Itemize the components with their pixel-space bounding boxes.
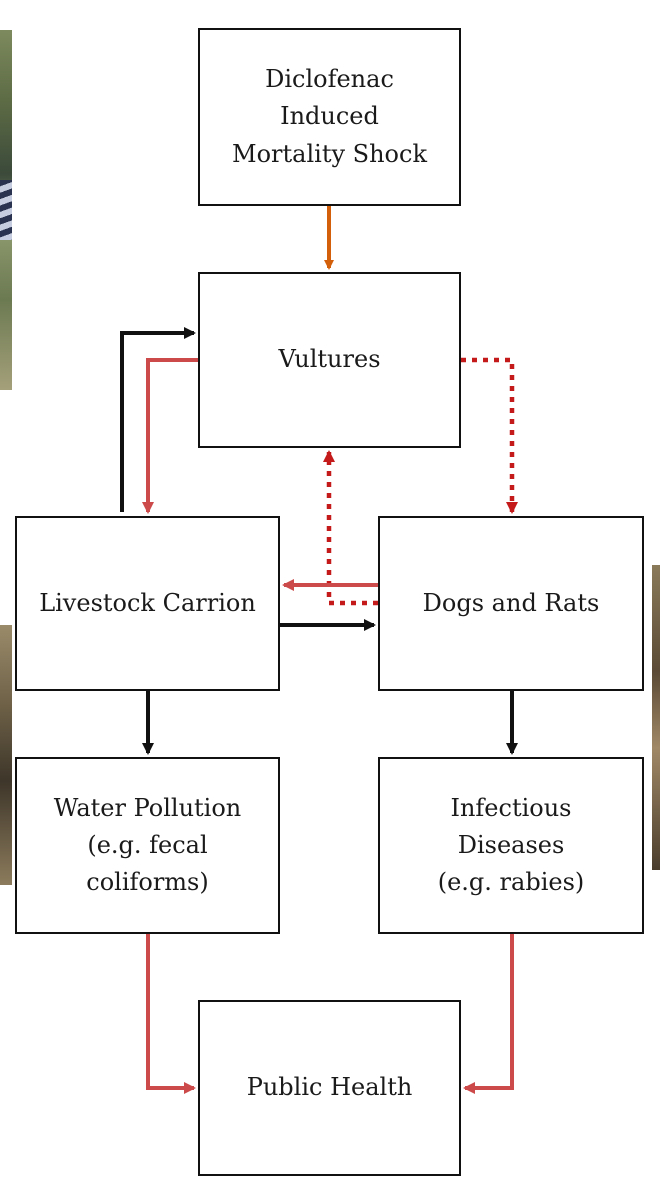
node-livestock-carrion: Livestock Carrion	[15, 516, 280, 691]
node-vultures: Vultures	[198, 272, 461, 448]
background-photo-fragment-right	[652, 565, 660, 870]
node-infectious-diseases-label: Infectious Diseases (e.g. rabies)	[437, 793, 585, 897]
node-dogs-and-rats: Dogs and Rats	[378, 516, 644, 691]
node-public-health-label: Public Health	[246, 1073, 413, 1102]
node-livestock-carrion-label: Livestock Carrion	[39, 588, 256, 617]
arrow-vultures-to-livestock	[142, 358, 198, 514]
node-public-health: Public Health	[198, 1000, 461, 1176]
arrow-livestock-to-vultures	[120, 327, 196, 512]
background-photo-fragment-left-top	[0, 30, 12, 390]
node-water-pollution: Water Pollution (e.g. fecal coliforms)	[15, 757, 280, 934]
node-diclofenac-shock: Diclofenac Induced Mortality Shock	[198, 28, 461, 206]
node-infectious-diseases: Infectious Diseases (e.g. rabies)	[378, 757, 644, 934]
background-photo-fragment-left-bottom	[0, 625, 12, 885]
node-water-pollution-label: Water Pollution (e.g. fecal coliforms)	[53, 793, 242, 897]
node-vultures-label: Vultures	[278, 345, 381, 374]
arrow-vultures-to-dogs	[461, 357, 518, 514]
arrow-dogs-to-vultures	[323, 450, 378, 606]
arrow-disease-to-health	[463, 934, 514, 1094]
node-dogs-and-rats-label: Dogs and Rats	[422, 588, 600, 617]
node-diclofenac-shock-label: Diclofenac Induced Mortality Shock	[232, 65, 427, 168]
arrow-water-to-health	[146, 934, 196, 1094]
